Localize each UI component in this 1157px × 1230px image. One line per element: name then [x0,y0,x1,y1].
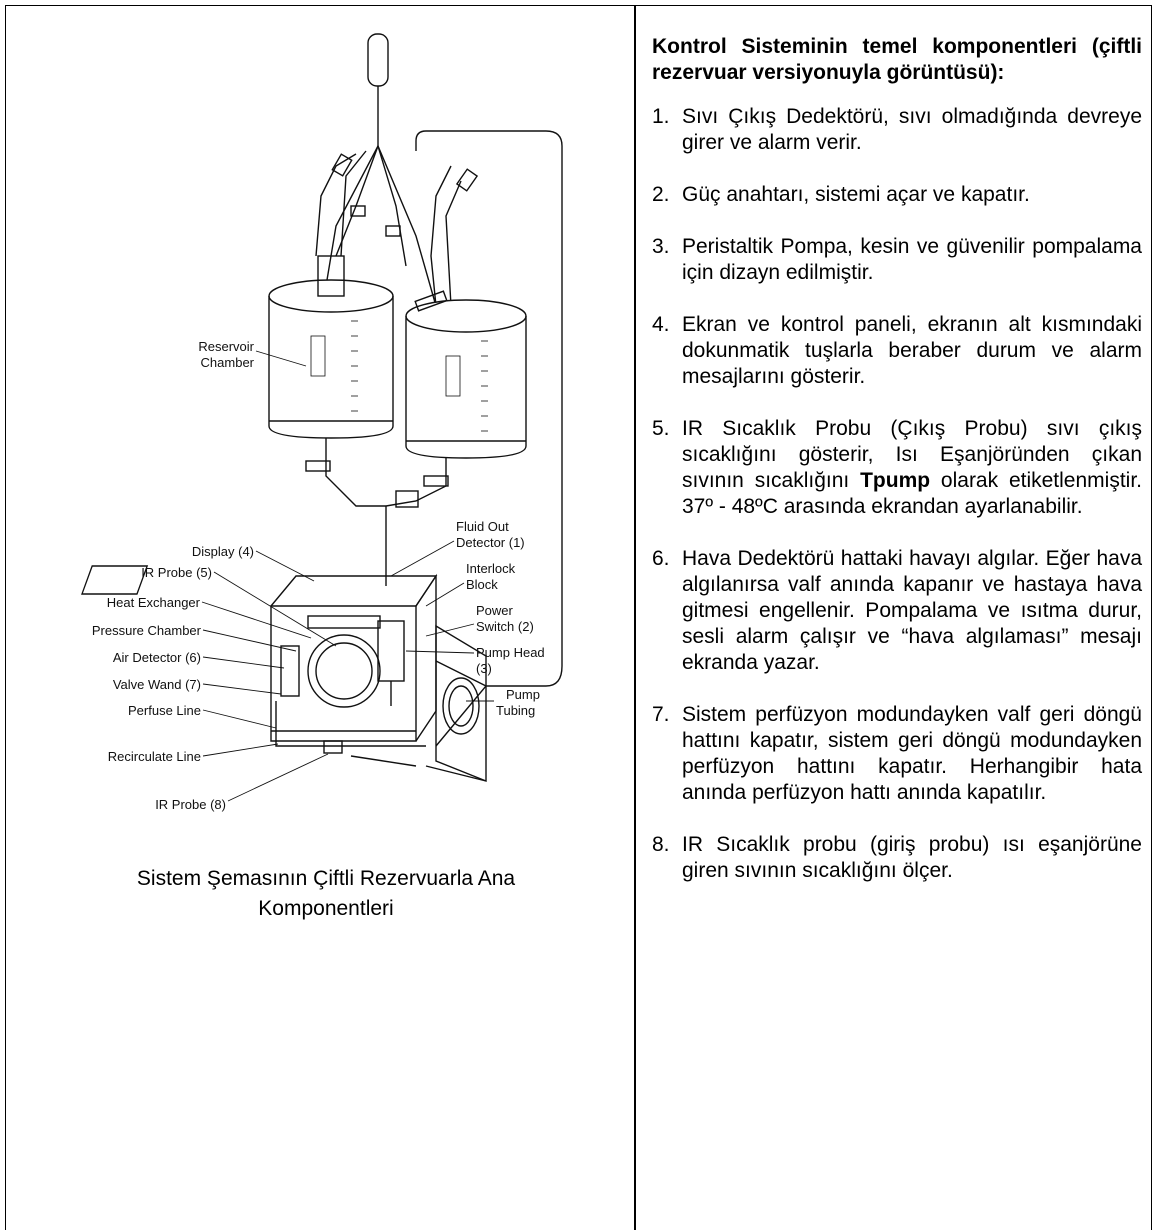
item-text: IR Sıcaklık Probu (Çıkış Probu) sıvı çık… [682,416,1142,520]
list-item: 2. Güç anahtarı, sistemi açar ve kapatır… [642,182,1142,208]
item-number: 4. [642,312,682,390]
list-item: 6. Hava Dedektörü hattaki havayı algılar… [642,546,1142,676]
item-text: Peristaltik Pompa, kesin ve güvenilir po… [682,234,1142,286]
list-item: 5. IR Sıcaklık Probu (Çıkış Probu) sıvı … [642,416,1142,520]
label-display: Display (4) [192,544,254,559]
item-number: 1. [642,104,682,156]
item-number: 3. [642,234,682,286]
item-number: 5. [642,416,682,520]
item-text: Güç anahtarı, sistemi açar ve kapatır. [682,182,1142,208]
list-item: 7. Sistem perfüzyon modundayken valf ger… [642,702,1142,806]
list-item: 8. IR Sıcaklık probu (giriş probu) ısı e… [642,832,1142,884]
column-divider [634,6,636,1230]
caption-line-2: Komponentleri [46,894,606,924]
label-fluid-out: Fluid Out [456,519,509,534]
label-ir-probe-8: IR Probe (8) [155,797,226,812]
label-power-switch: Switch (2) [476,619,534,634]
item-text: Hava Dedektörü hattaki havayı algılar. E… [682,546,1142,676]
figure-caption: Sistem Şemasının Çiftli Rezervuarla Ana … [46,864,606,924]
label-pump-head-num: (3) [476,661,492,676]
item-number: 8. [642,832,682,884]
label-interlock-block: Block [466,577,498,592]
right-cell: Kontrol Sisteminin temel komponentleri (… [642,34,1142,910]
item-text: Sistem perfüzyon modundayken valf geri d… [682,702,1142,806]
label-fluid-out-detector: Detector (1) [456,535,525,550]
item-text: Ekran ve kontrol paneli, ekranın alt kıs… [682,312,1142,390]
item-text: Sıvı Çıkış Dedektörü, sıvı olmadığında d… [682,104,1142,156]
list-item: 1. Sıvı Çıkış Dedektörü, sıvı olmadığınd… [642,104,1142,156]
label-valve-wand: Valve Wand (7) [113,677,201,692]
label-pressure-chamber: Pressure Chamber [92,623,202,638]
label-heat-exchanger: Heat Exchanger [107,595,201,610]
tpump-label: Tpump [860,469,930,492]
label-chamber: Chamber [201,355,255,370]
label-perfuse-line: Perfuse Line [128,703,201,718]
layout-table: Reservoir Chamber Display (4) IR Probe (… [5,5,1152,1230]
caption-line-1: Sistem Şemasının Çiftli Rezervuarla Ana [46,864,606,894]
item-number: 6. [642,546,682,676]
label-pump: Pump [506,687,540,702]
label-interlock: Interlock [466,561,516,576]
item-number: 2. [642,182,682,208]
item-text: IR Sıcaklık probu (giriş probu) ısı eşan… [682,832,1142,884]
list-item: 3. Peristaltik Pompa, kesin ve güvenilir… [642,234,1142,286]
left-cell: Reservoir Chamber Display (4) IR Probe (… [6,6,634,1230]
label-pump-tubing: Tubing [496,703,535,718]
label-reservoir: Reservoir [198,339,254,354]
label-ir-probe-5: IR Probe (5) [141,565,212,580]
list-item: 4. Ekran ve kontrol paneli, ekranın alt … [642,312,1142,390]
components-list: 1. Sıvı Çıkış Dedektörü, sıvı olmadığınd… [642,104,1142,884]
system-diagram: Reservoir Chamber Display (4) IR Probe (… [6,6,634,846]
item-number: 7. [642,702,682,806]
label-pump-head: Pump Head [476,645,545,660]
label-recirculate-line: Recirculate Line [108,749,201,764]
label-air-detector: Air Detector (6) [113,650,201,665]
label-power: Power [476,603,514,618]
components-heading: Kontrol Sisteminin temel komponentleri (… [652,34,1142,86]
